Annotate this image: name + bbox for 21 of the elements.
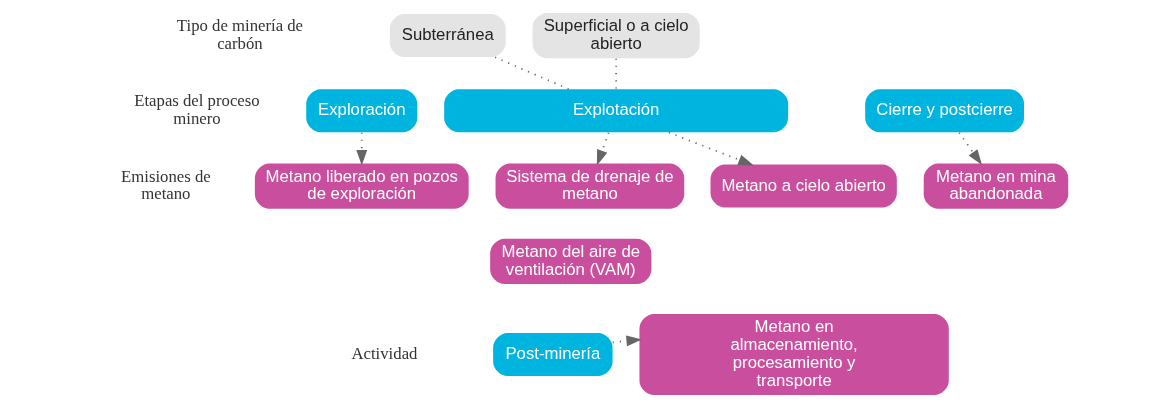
label: Actividad — [351, 343, 418, 363]
connector — [615, 57, 618, 91]
node-box: Metano a cielo abierto — [710, 164, 897, 208]
label: Etapas del proceso minero — [134, 91, 260, 129]
label: Tipo de minería de carbón — [176, 16, 304, 53]
node-box: Sistema de drenaje de metano — [495, 163, 685, 209]
node-box: Superficial o a cielo abierto — [532, 12, 700, 59]
arrow — [668, 131, 754, 166]
node-box: Subterránea — [389, 14, 506, 58]
node-box: Metano en mina abandonada — [923, 163, 1069, 209]
node-box: Post-minería — [493, 333, 613, 376]
node-box: Cierre y postcierre — [865, 89, 1025, 133]
node-box: Explotación — [444, 89, 789, 133]
node-box: Metano del aire de ventilación (VAM) — [490, 238, 652, 284]
label: Emisiones de metano — [121, 166, 211, 204]
arrow — [596, 131, 610, 166]
node-box: Metano liberado en pozos de exploración — [254, 163, 469, 209]
connector — [494, 56, 571, 91]
node-box: Exploración — [306, 89, 418, 133]
node-box: Metano en almacenamiento, procesamiento y transporte — [639, 313, 949, 396]
arrow — [958, 131, 982, 166]
